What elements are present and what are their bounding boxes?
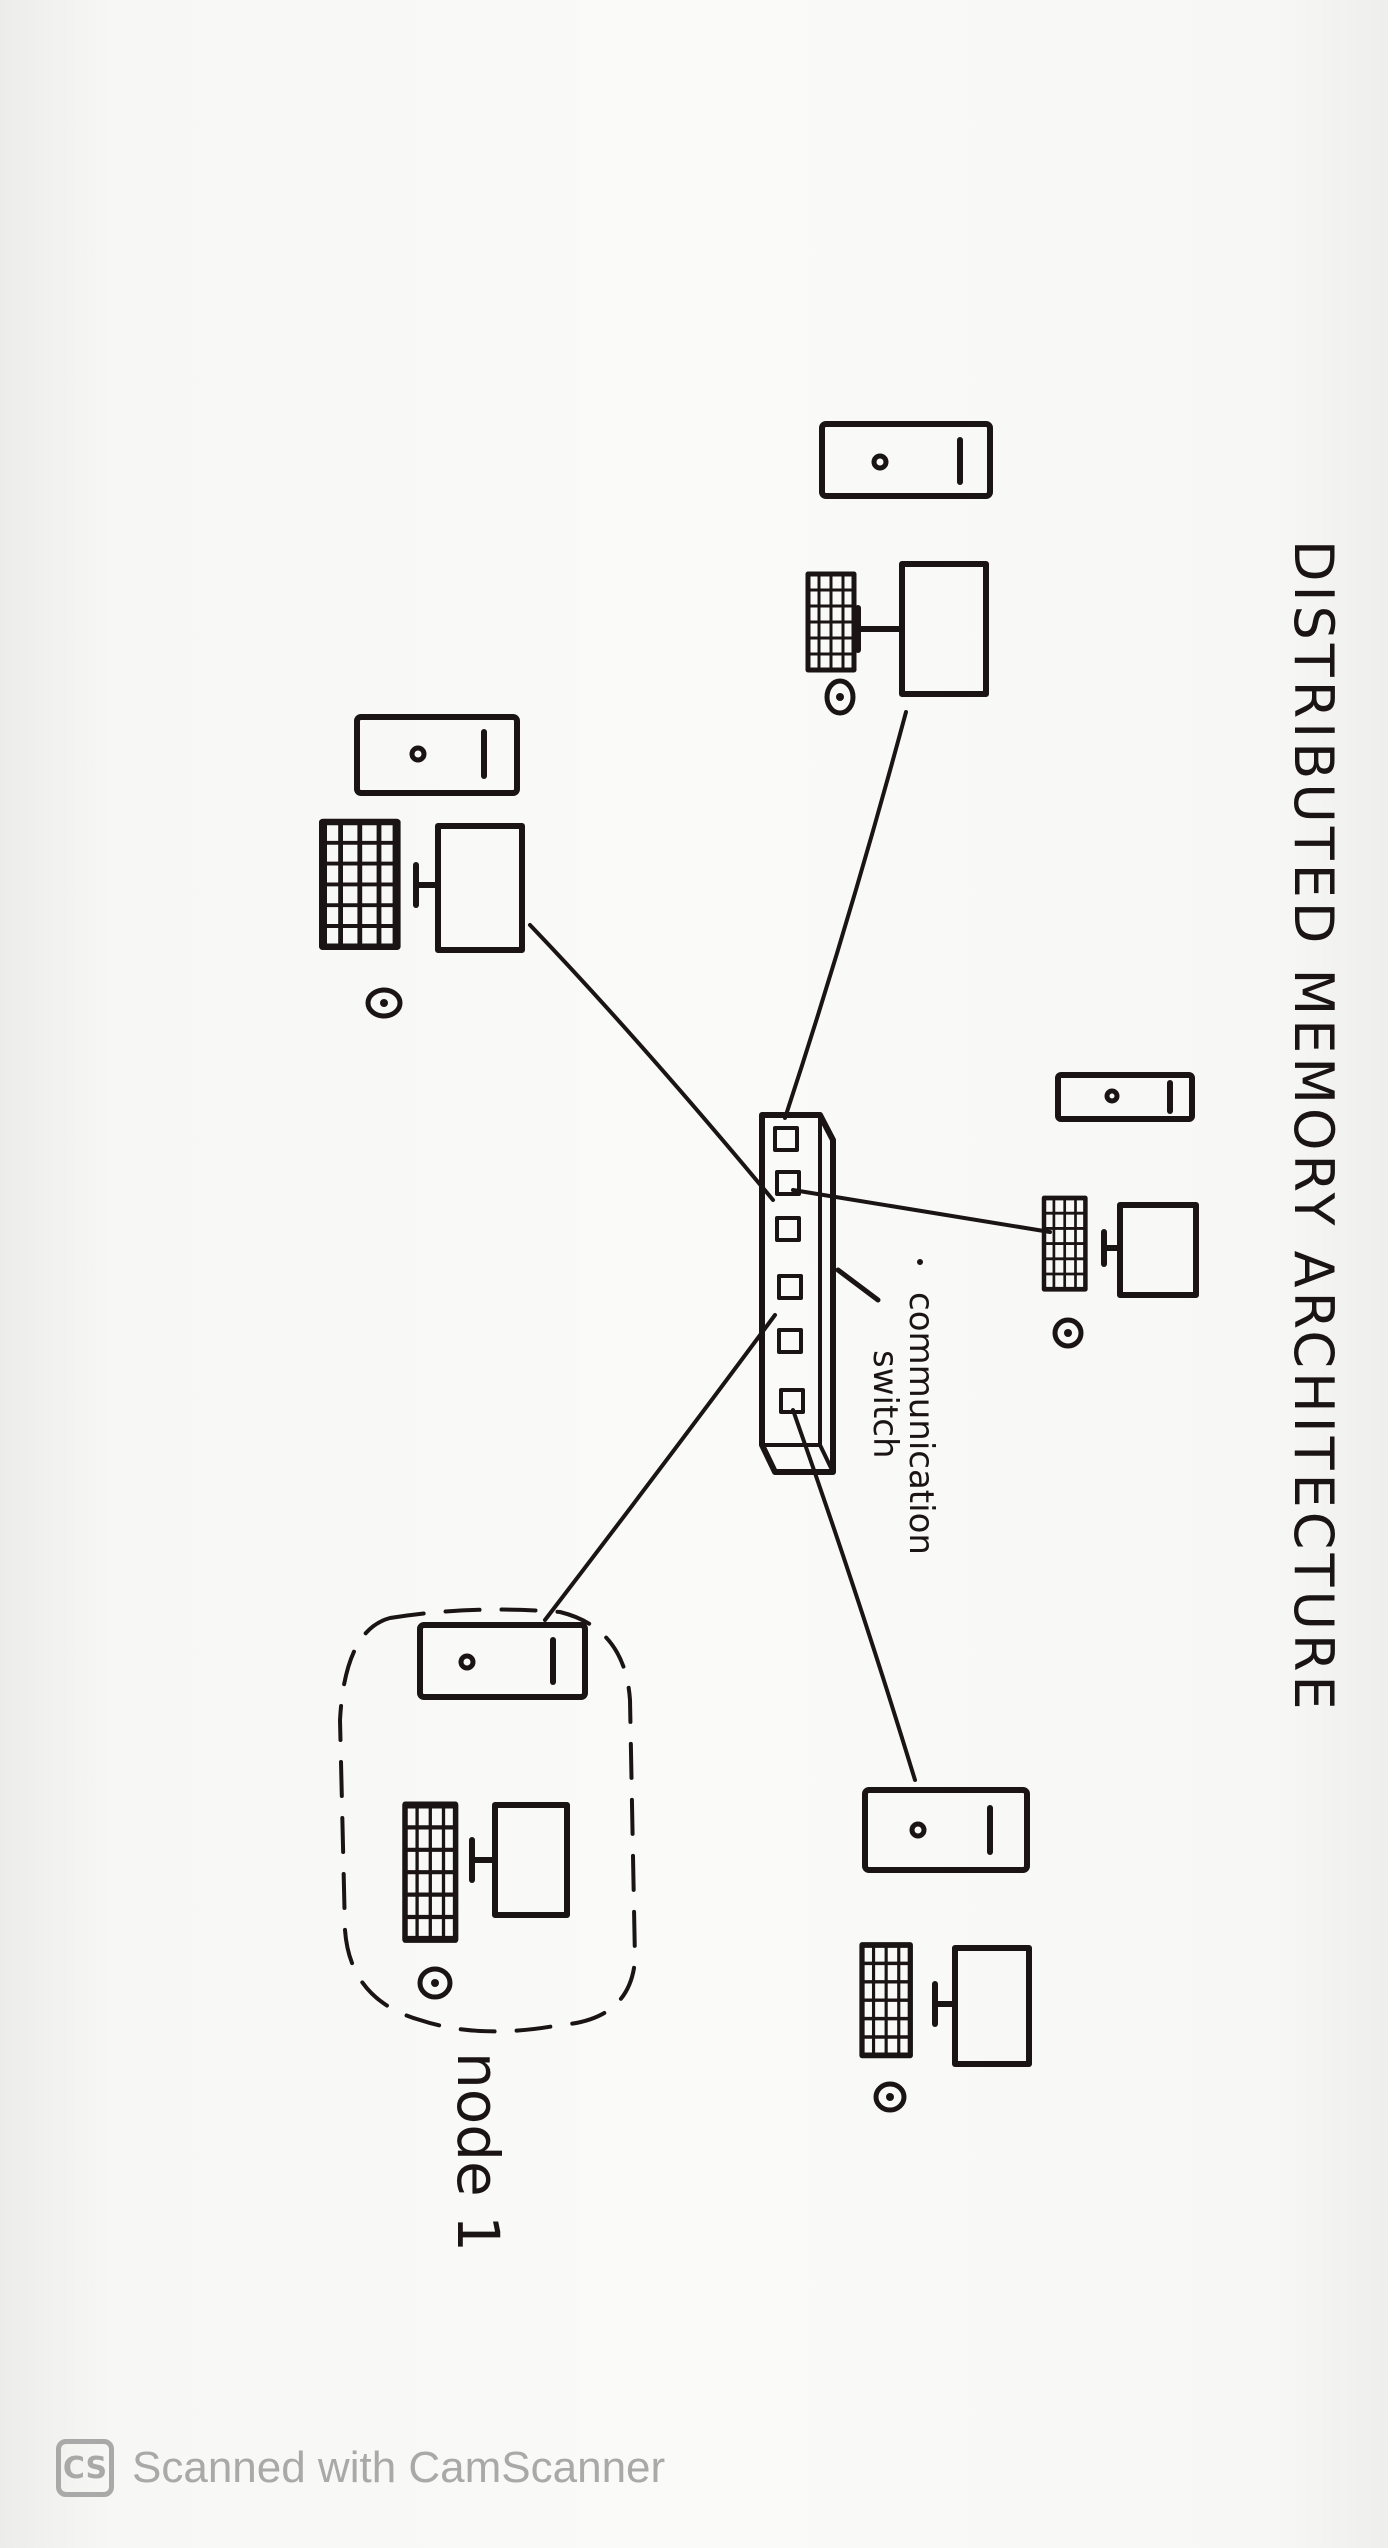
camscanner-logo: CS bbox=[56, 2439, 114, 2497]
watermark-text: Scanned with CamScanner bbox=[132, 2443, 666, 2492]
switch-label-line2: switch bbox=[865, 1350, 905, 1459]
node-label: node 1 bbox=[444, 2052, 512, 2252]
switch-port bbox=[777, 1274, 803, 1300]
workstation-right bbox=[1044, 1072, 1199, 1349]
diagram-title: DISTRIBUTED MEMORY ARCHITECTURE bbox=[1282, 540, 1345, 1714]
tower-pc-icon bbox=[354, 714, 520, 796]
keyboard-icon bbox=[808, 574, 854, 670]
link-to-top-workstation bbox=[783, 710, 908, 1120]
keyboard-icon bbox=[405, 1805, 456, 1939]
communication-switch bbox=[759, 1112, 923, 1475]
switch-label-pointer bbox=[835, 1267, 881, 1303]
monitor-icon bbox=[899, 561, 989, 697]
monitor-icon bbox=[952, 1945, 1032, 2067]
link-to-right-workstation bbox=[791, 1188, 1052, 1234]
workstation-top bbox=[808, 421, 993, 716]
switch-port bbox=[779, 1388, 805, 1414]
workstation-upper-left bbox=[323, 714, 525, 1019]
link-to-upper-left-workstation bbox=[528, 923, 775, 1202]
switch-port bbox=[775, 1170, 801, 1196]
tower-pc-icon bbox=[819, 421, 993, 499]
monitor-icon bbox=[435, 823, 525, 953]
node1-boundary bbox=[338, 1607, 637, 2034]
mouse-icon bbox=[824, 678, 856, 716]
switch-port bbox=[777, 1328, 803, 1354]
mouse-icon bbox=[365, 987, 403, 1019]
mouse-icon bbox=[873, 2081, 907, 2113]
link-to-bottom-right-workstation bbox=[791, 1408, 917, 1782]
tower-pc-icon bbox=[862, 1787, 1030, 1873]
switch-port bbox=[775, 1216, 801, 1242]
link-to-node1 bbox=[543, 1313, 777, 1622]
tower-pc-icon bbox=[1055, 1072, 1195, 1122]
mouse-icon bbox=[1052, 1317, 1084, 1349]
switch-port bbox=[773, 1126, 799, 1152]
tower-pc-icon bbox=[417, 1622, 588, 1700]
camscanner-watermark: CS Scanned with CamScanner bbox=[56, 2436, 665, 2500]
workstation-bottom-right bbox=[862, 1787, 1032, 2113]
workstation-node1 bbox=[338, 1607, 637, 2034]
mouse-icon bbox=[417, 1966, 453, 2000]
monitor-icon bbox=[492, 1802, 570, 1918]
keyboard-icon bbox=[1044, 1198, 1085, 1289]
monitor-icon bbox=[1117, 1202, 1199, 1298]
keyboard-icon bbox=[862, 1945, 910, 2055]
switch-label-line1: communication bbox=[901, 1292, 941, 1555]
connection-lines bbox=[528, 710, 1052, 1782]
keyboard-icon bbox=[323, 822, 397, 947]
switch-label: communication switch bbox=[865, 1292, 941, 1555]
